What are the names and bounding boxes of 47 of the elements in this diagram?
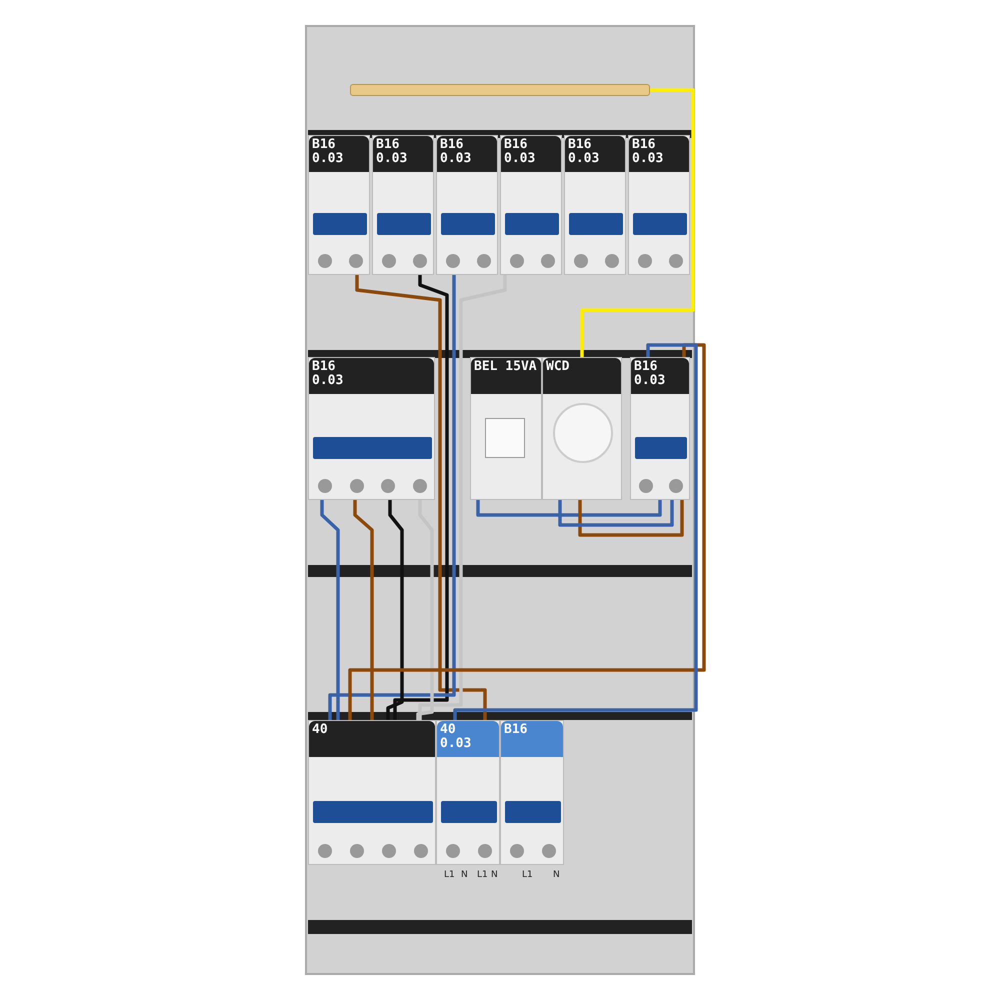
terminal-label: N <box>491 870 498 880</box>
circuit-breaker <box>500 135 562 275</box>
wire <box>578 500 684 537</box>
wire <box>418 275 507 720</box>
bell-transformer <box>470 357 542 500</box>
circuit-breaker <box>372 135 434 275</box>
residual-current-breaker <box>308 357 435 500</box>
wire <box>355 275 487 720</box>
socket-module <box>542 357 622 500</box>
wire <box>353 500 374 720</box>
wire <box>580 88 695 357</box>
rating-label: B16 <box>504 723 528 737</box>
wire <box>348 343 706 720</box>
wire <box>320 500 340 720</box>
wire <box>386 500 404 720</box>
circuit-breaker <box>630 357 690 500</box>
wire <box>416 500 434 720</box>
terminal-label: L1 <box>444 870 455 880</box>
rating-label: B16 0.03 <box>312 138 344 166</box>
rating-label: B16 0.03 <box>440 138 472 166</box>
terminal-label: L1 <box>522 870 533 880</box>
circuit-breaker <box>436 135 498 275</box>
wire <box>558 500 674 527</box>
rating-label: B16 0.03 <box>504 138 536 166</box>
rating-label: 40 <box>312 723 329 737</box>
residual-current-device <box>436 720 500 865</box>
main-switch <box>308 720 436 865</box>
rating-label: 40 0.03 <box>440 723 472 751</box>
rating-label: B16 0.03 <box>634 360 666 388</box>
circuit-breaker <box>308 135 370 275</box>
wire <box>453 343 698 720</box>
rating-label: B16 0.03 <box>632 138 664 166</box>
rating-label: B16 0.03 <box>376 138 408 166</box>
rating-label: WCD <box>546 360 570 374</box>
wire <box>393 275 449 720</box>
terminal-label: L1 <box>477 870 488 880</box>
rating-label: BEL 15VA <box>474 360 538 374</box>
wire <box>328 275 456 720</box>
circuit-breaker <box>628 135 690 275</box>
circuit-breaker <box>564 135 626 275</box>
earth-busbar <box>350 84 650 96</box>
terminal-label: N <box>461 870 468 880</box>
rating-label: B16 0.03 <box>568 138 600 166</box>
rating-label: B16 0.03 <box>312 360 344 388</box>
terminal-label: N <box>553 870 560 880</box>
circuit-breaker <box>500 720 564 865</box>
wire <box>476 500 662 517</box>
